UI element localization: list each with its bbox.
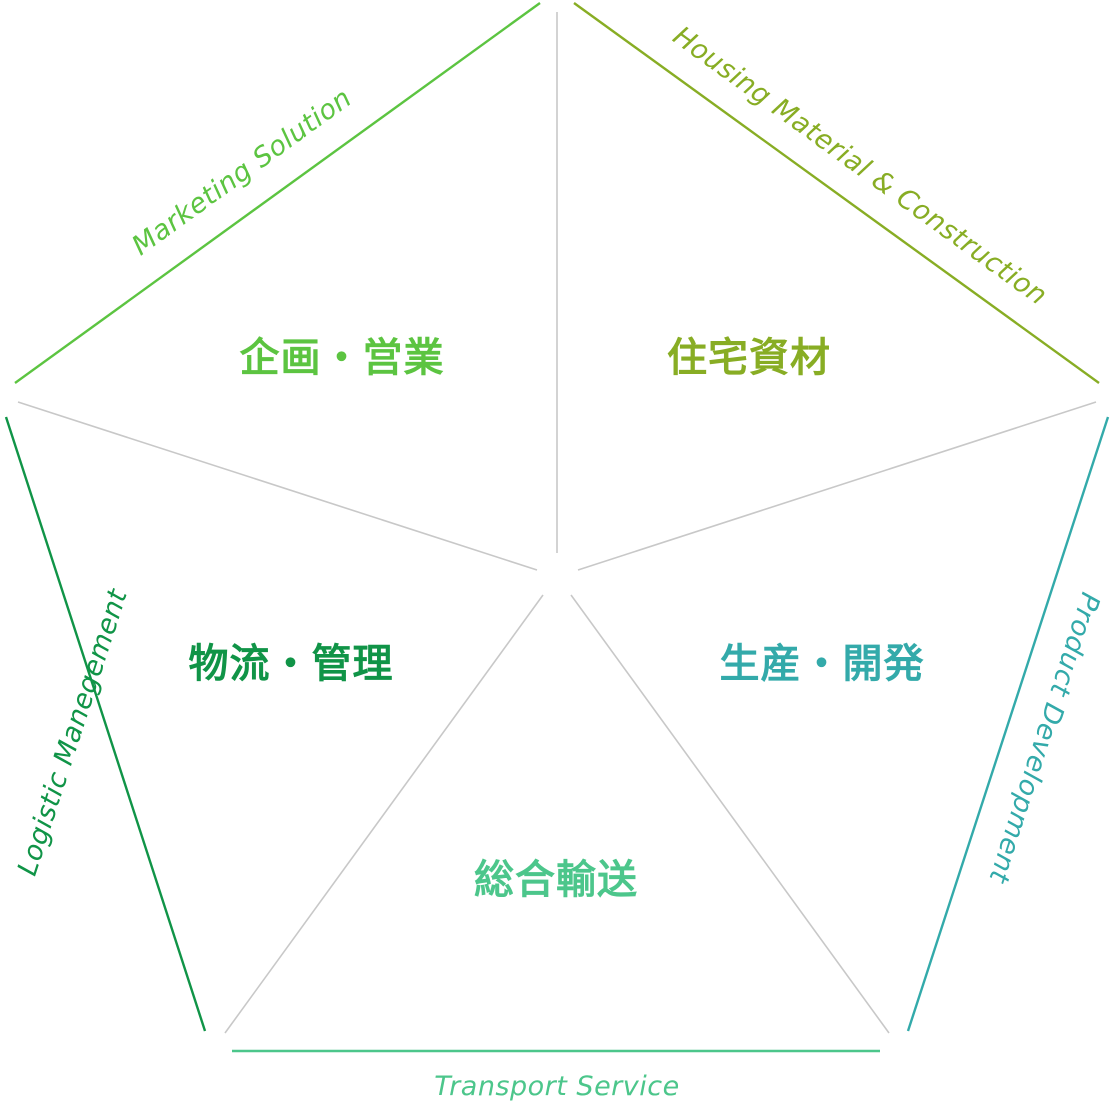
edge-label-logistic: Logistic Manegement — [12, 584, 134, 879]
divider-upper-left — [17, 401, 538, 571]
divider-lower-right — [570, 594, 890, 1034]
outer-edges — [4, 2, 1110, 1053]
edge-marketing-solution — [14, 2, 541, 384]
edge-label-marketing: Marketing Solution — [126, 82, 357, 261]
divider-lower-left — [224, 594, 544, 1034]
segment-title-production: 生産・開発 — [720, 641, 925, 687]
divider-lines — [17, 12, 1097, 1034]
segment-title-marketing: 企画・営業 — [240, 335, 445, 381]
edge-label-transport: Transport Service — [434, 1071, 679, 1102]
segment-title-logistic: 物流・管理 — [189, 641, 394, 687]
segment-title-transport: 総合輸送 — [474, 857, 638, 903]
edge-product-development — [906, 416, 1110, 1032]
edge-housing-material — [573, 2, 1100, 384]
segment-titles: 企画・営業 住宅資材 生産・開発 総合輸送 物流・管理 — [189, 335, 925, 903]
edge-label-housing: Housing Material & Construction — [667, 21, 1053, 312]
edge-logistic-management — [4, 416, 207, 1032]
edge-label-production: Product Development — [982, 589, 1106, 888]
divider-upper-right — [577, 401, 1097, 571]
segment-title-housing: 住宅資材 — [667, 335, 831, 381]
